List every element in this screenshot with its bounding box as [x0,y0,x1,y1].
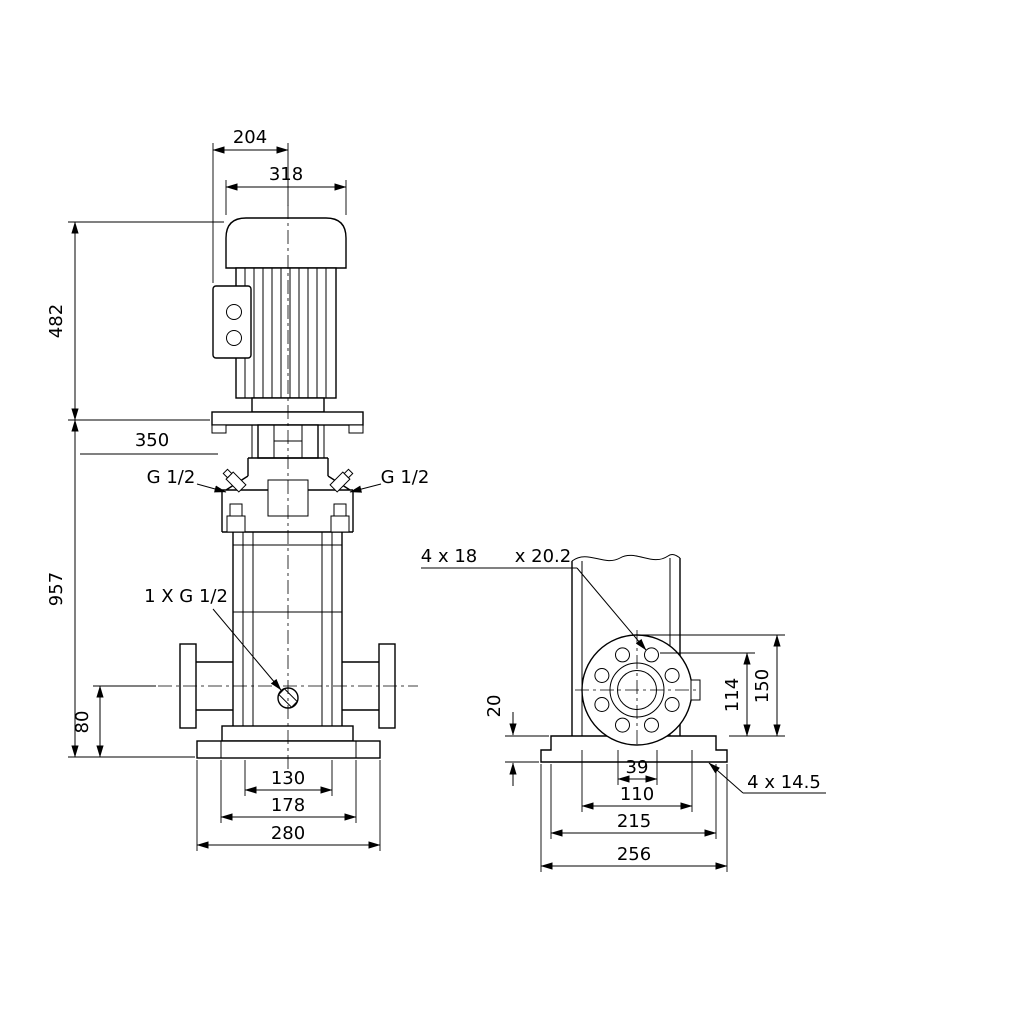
vent-plug-left [222,468,247,493]
dim-318: 318 [269,164,303,185]
motor [212,217,347,399]
front-dimensions: 204 318 482 957 350 80 G 1/2 G 1/2 1 X G… [46,127,429,851]
dim-215: 215 [617,811,651,832]
dim-20: 20 [484,695,505,718]
bolt-hole [594,697,610,712]
bolt-hole [594,668,610,683]
bolt-hole [644,647,659,663]
dim-178: 178 [271,795,305,816]
side-dimensions: 4 x 18 x 20.2 20 114 150 39 110 215 2 [421,546,826,872]
dim-150: 150 [752,669,773,703]
bolt-hole [615,647,630,663]
dim-130: 130 [271,768,305,789]
vent-plug-right [329,468,354,493]
chamber-stack [232,532,343,726]
side-base [540,735,728,763]
pump-base [196,725,381,759]
cable-entry-top [226,304,242,320]
dim-80: 80 [72,711,93,734]
motor-stool [211,397,364,459]
port-label-right: G 1/2 [381,467,430,488]
dim-39: 39 [626,757,649,778]
bolt-hole [644,717,659,733]
side-view: 4 x 18 x 20.2 20 114 150 39 110 215 2 [421,546,826,872]
dim-280: 280 [271,823,305,844]
front-view: 204 318 482 957 350 80 G 1/2 G 1/2 1 X G… [46,127,429,851]
dim-114: 114 [722,678,743,712]
flange-holes-label: 4 x 18 [421,546,477,567]
dim-350: 350 [135,430,169,451]
dim-957: 957 [46,572,67,606]
dim-204: 204 [233,127,267,148]
pump-head [221,457,354,533]
bolt-hole [664,697,680,712]
base-holes-label: 4 x 14.5 [747,772,821,793]
drain-port-label: 1 X G 1/2 [144,586,228,607]
bolt-hole [615,717,630,733]
port-label-left: G 1/2 [147,467,196,488]
cable-entry-bottom [226,330,242,346]
terminal-box [212,285,252,359]
dim-110: 110 [620,784,654,805]
break-line [571,554,681,562]
dim-256: 256 [617,844,651,865]
flange-holes-dia-label: x 20.2 [515,546,571,567]
dim-482: 482 [46,304,67,338]
bolt-hole [664,668,680,683]
